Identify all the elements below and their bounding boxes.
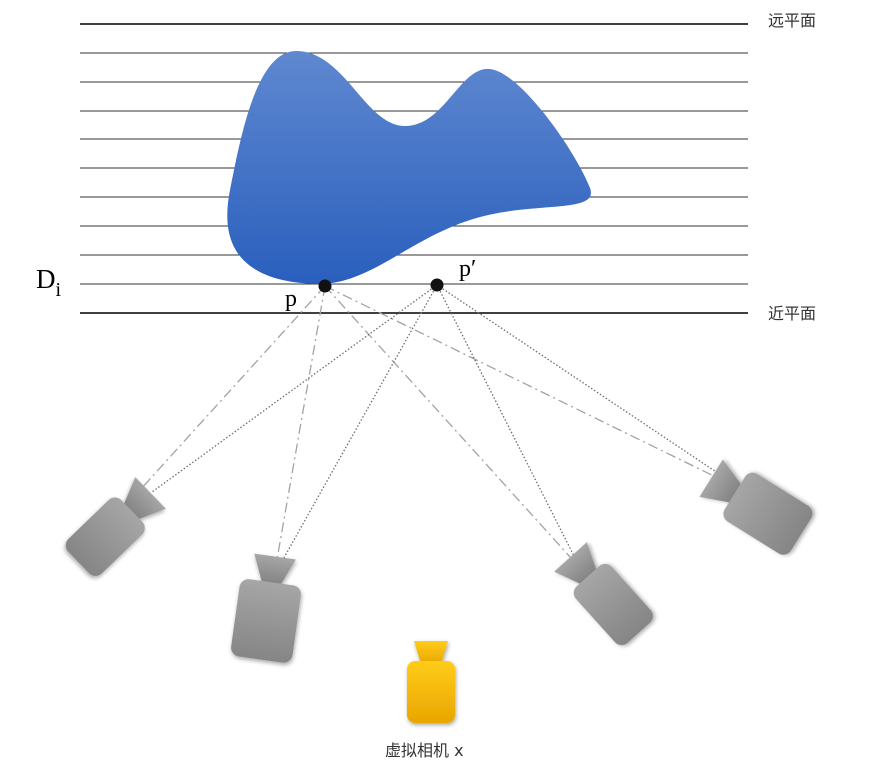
source-camera-icon <box>699 459 813 555</box>
ray-pprime-camera1 <box>151 284 438 493</box>
point-p-prime-marker <box>430 278 444 292</box>
scene-object-blob <box>227 51 591 284</box>
source-camera-icon <box>231 553 301 663</box>
ray-p-camera2 <box>275 285 326 566</box>
rays <box>139 284 771 569</box>
depth-layer-label: Di <box>36 264 62 301</box>
source-camera-icon <box>65 477 166 576</box>
point-p-marker <box>318 279 332 293</box>
ray-p-camera3 <box>324 285 581 569</box>
point-p-label: p <box>285 286 297 312</box>
source-camera-icon <box>554 542 653 646</box>
ray-pprime-camera2 <box>280 284 438 564</box>
virtual-camera-label: 虚拟相机 x <box>385 741 464 760</box>
near-plane-label: 近平面 <box>768 304 816 323</box>
far-plane-label: 远平面 <box>768 11 816 30</box>
ray-p-camera4 <box>324 285 723 481</box>
ray-p-camera1 <box>139 285 326 491</box>
ray-pprime-camera4 <box>436 284 771 509</box>
ray-pprime-camera3 <box>436 284 577 561</box>
virtual-camera-icon <box>407 641 455 723</box>
point-p-prime-label: p′ <box>459 256 476 282</box>
